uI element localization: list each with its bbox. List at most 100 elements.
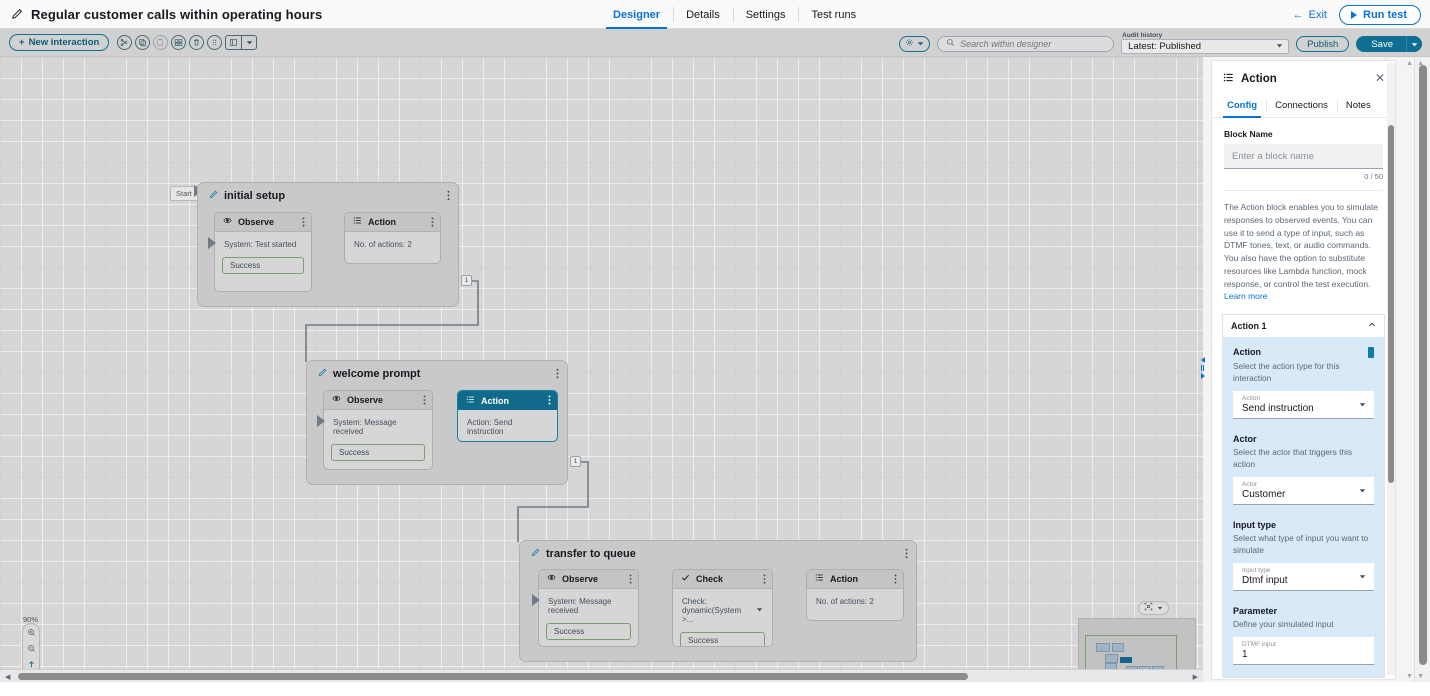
group-title: initial setup bbox=[224, 190, 286, 202]
tab-details[interactable]: Details bbox=[673, 0, 733, 29]
scroll-up-icon-2[interactable]: ▲ bbox=[1417, 60, 1424, 67]
minimap-caret-down-icon bbox=[1157, 602, 1163, 614]
scroll-down-icon[interactable]: ▼ bbox=[1406, 673, 1414, 680]
action-select[interactable]: Action Send instruction bbox=[1233, 391, 1374, 420]
publish-button[interactable]: Publish bbox=[1296, 36, 1350, 52]
duplicate-icon[interactable] bbox=[171, 35, 187, 50]
chevron-up-icon[interactable] bbox=[1368, 321, 1376, 331]
save-button-group: Save bbox=[1356, 36, 1422, 52]
node-expand-caret-down-icon[interactable] bbox=[756, 606, 763, 615]
tab-connections[interactable]: Connections bbox=[1266, 95, 1337, 117]
delete-icon[interactable] bbox=[189, 35, 205, 50]
tab-config[interactable]: Config bbox=[1218, 95, 1266, 118]
window-vertical-scrollbar[interactable] bbox=[1414, 57, 1430, 682]
copy-icon[interactable] bbox=[135, 35, 151, 50]
drag-handle-icon[interactable] bbox=[207, 35, 223, 50]
tab-notes[interactable]: Notes bbox=[1336, 95, 1380, 117]
block-name-input[interactable]: Enter a block name bbox=[1224, 144, 1383, 169]
node-observe[interactable]: Observe System: Message received Success bbox=[323, 390, 433, 470]
group-pencil-icon[interactable] bbox=[318, 368, 327, 380]
scroll-down-icon-2[interactable]: ▼ bbox=[1417, 673, 1424, 680]
connector-badge[interactable]: 1 bbox=[461, 275, 472, 286]
window-bottom-strip bbox=[0, 682, 1430, 696]
node-check[interactable]: Check Check: dynamic(System >... Success bbox=[672, 569, 773, 647]
tab-designer[interactable]: Designer bbox=[600, 0, 673, 29]
group-title: welcome prompt bbox=[333, 368, 421, 380]
node-body-text: System: Message received bbox=[333, 418, 397, 436]
node-menu-icon[interactable] bbox=[894, 574, 897, 587]
scroll-up-icon[interactable]: ▲ bbox=[1406, 60, 1414, 67]
group-menu-icon[interactable] bbox=[905, 548, 908, 562]
new-interaction-button[interactable]: + New interaction bbox=[9, 34, 110, 51]
scroll-left-icon[interactable]: ◀ bbox=[5, 674, 11, 681]
exit-label: Exit bbox=[1308, 8, 1327, 21]
section-title: Parameter bbox=[1233, 606, 1278, 617]
group-welcome-prompt[interactable]: welcome prompt Observe System: Message r… bbox=[306, 360, 568, 485]
action-caret-down-icon bbox=[1359, 399, 1366, 411]
scroll-down-arrows[interactable]: ▼ ▼ bbox=[1406, 673, 1424, 680]
designer-settings-button[interactable] bbox=[899, 36, 931, 52]
run-test-button[interactable]: Run test bbox=[1339, 4, 1421, 25]
search-input[interactable] bbox=[960, 39, 1106, 49]
list-icon bbox=[466, 395, 475, 407]
fit-to-screen-button[interactable] bbox=[1138, 601, 1169, 615]
node-observe[interactable]: Observe System: Test started Success bbox=[214, 212, 312, 292]
pan-up-icon[interactable] bbox=[27, 660, 36, 669]
designer-toolbar: + New interaction bbox=[0, 29, 1430, 57]
actor-select[interactable]: Actor Customer bbox=[1233, 477, 1374, 506]
audit-history-select[interactable]: Latest: Published bbox=[1121, 39, 1290, 54]
node-menu-icon[interactable] bbox=[548, 395, 551, 408]
node-action[interactable]: Action No. of actions: 2 bbox=[344, 212, 441, 264]
canvas-hscroll-thumb[interactable] bbox=[18, 673, 968, 680]
section-actor: Actor Select the actor that triggers thi… bbox=[1233, 434, 1374, 506]
search-icon bbox=[946, 38, 955, 50]
save-caret-down-icon[interactable] bbox=[1406, 36, 1422, 52]
zoom-in-icon[interactable] bbox=[27, 628, 36, 637]
group-menu-icon[interactable] bbox=[556, 368, 559, 382]
accordion-header[interactable]: Action 1 bbox=[1223, 315, 1384, 337]
panel-description-text: The Action block enables you to simulate… bbox=[1224, 202, 1379, 289]
node-body-text: System: Message received bbox=[548, 597, 612, 615]
node-menu-icon[interactable] bbox=[763, 574, 766, 587]
group-pencil-icon[interactable] bbox=[531, 548, 540, 560]
pencil-icon[interactable] bbox=[11, 8, 23, 20]
panel-scroll-track[interactable] bbox=[1387, 63, 1395, 675]
canvas-horizontal-scrollbar[interactable]: ◀ ▶ bbox=[0, 669, 1203, 682]
panel-scroll-thumb[interactable] bbox=[1388, 125, 1394, 483]
dtmf-input-field[interactable]: DTMF input 1 bbox=[1233, 637, 1374, 666]
layout-caret-down-icon[interactable] bbox=[242, 36, 256, 49]
layout-icon[interactable] bbox=[226, 36, 243, 49]
tab-test-runs[interactable]: Test runs bbox=[798, 0, 869, 29]
node-menu-icon[interactable] bbox=[423, 395, 426, 408]
node-observe[interactable]: Observe System: Message received Success bbox=[538, 569, 639, 647]
tab-settings[interactable]: Settings bbox=[732, 0, 799, 29]
node-output-port[interactable]: Success bbox=[546, 623, 631, 640]
window-vscroll-thumb[interactable] bbox=[1419, 65, 1427, 665]
zoom-out-icon[interactable] bbox=[27, 644, 36, 653]
node-output-port[interactable]: Success bbox=[222, 257, 304, 274]
cut-icon[interactable] bbox=[117, 35, 133, 50]
scroll-up-arrows[interactable]: ▲ ▲ bbox=[1406, 60, 1424, 67]
learn-more-link[interactable]: Learn more bbox=[1224, 291, 1268, 302]
node-action-selected[interactable]: Action Action: Send instruction bbox=[457, 390, 558, 442]
close-icon[interactable]: ✕ bbox=[1374, 71, 1385, 85]
group-pencil-icon[interactable] bbox=[209, 190, 218, 202]
node-menu-icon[interactable] bbox=[629, 574, 632, 587]
panel-resize-handle[interactable] bbox=[1199, 354, 1206, 382]
designer-canvas[interactable]: Start initial setup Observe bbox=[0, 57, 1203, 682]
input-type-select[interactable]: Input type Dtmf input bbox=[1233, 563, 1374, 592]
scroll-right-icon[interactable]: ▶ bbox=[1192, 674, 1198, 681]
node-menu-icon[interactable] bbox=[431, 217, 434, 230]
designer-search[interactable] bbox=[937, 36, 1115, 52]
group-transfer-to-queue[interactable]: transfer to queue Observe System: Messag… bbox=[519, 540, 917, 662]
node-output-port[interactable]: Success bbox=[331, 444, 425, 461]
group-menu-icon[interactable] bbox=[447, 190, 450, 204]
connector-badge[interactable]: 1 bbox=[570, 456, 581, 467]
node-action[interactable]: Action No. of actions: 2 bbox=[806, 569, 904, 621]
panel-title: Action bbox=[1241, 73, 1277, 85]
exit-button[interactable]: ← Exit bbox=[1293, 9, 1327, 21]
group-initial-setup[interactable]: initial setup Observe System: Test start… bbox=[197, 182, 459, 307]
save-button[interactable]: Save bbox=[1356, 36, 1406, 52]
node-menu-icon[interactable] bbox=[302, 217, 305, 230]
node-output-port[interactable]: Success bbox=[680, 632, 765, 646]
